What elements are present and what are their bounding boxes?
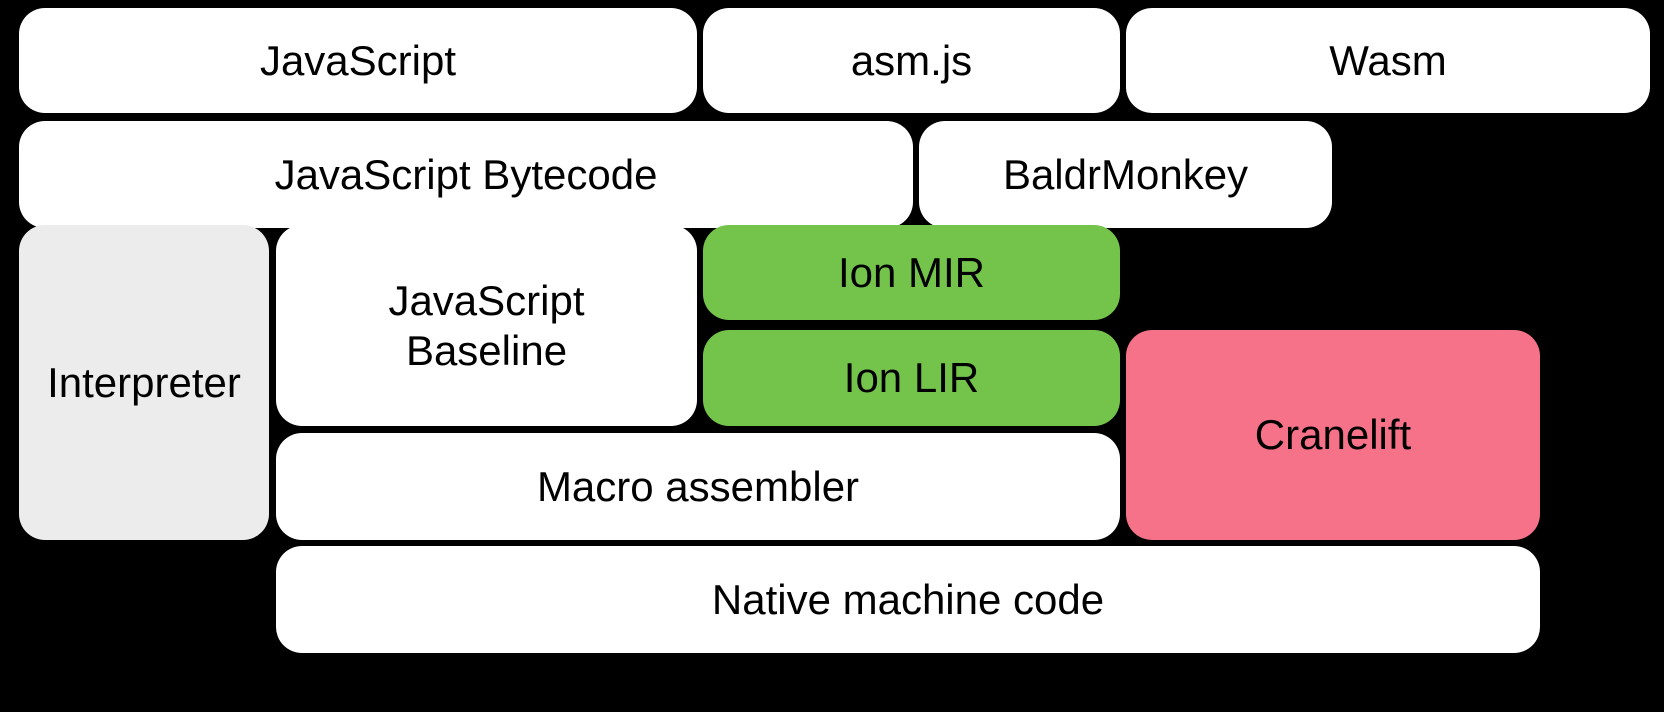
node-label-ion-mir: Ion MIR [837, 248, 986, 296]
node-label-javascript-baseline: JavaScript Baseline [388, 277, 585, 374]
node-javascript-bytecode: JavaScript Bytecode [19, 121, 913, 228]
node-javascript: JavaScript [19, 8, 697, 113]
node-cranelift: Cranelift [1126, 330, 1540, 540]
node-label-asm-js: asm.js [850, 36, 973, 84]
node-label-interpreter: Interpreter [47, 358, 241, 406]
node-label-native-machine-code: Native machine code [711, 575, 1105, 623]
node-javascript-baseline: JavaScript Baseline [276, 225, 697, 426]
node-interpreter: Interpreter [19, 225, 269, 540]
node-ion-lir: Ion LIR [703, 330, 1120, 426]
node-baldrmonkey: BaldrMonkey [919, 121, 1332, 228]
node-ion-mir: Ion MIR [703, 225, 1120, 320]
node-label-wasm: Wasm [1329, 36, 1447, 84]
node-label-javascript: JavaScript [259, 36, 457, 84]
node-macro-assembler: Macro assembler [276, 433, 1120, 540]
node-label-javascript-bytecode: JavaScript Bytecode [274, 150, 658, 198]
node-native-machine-code: Native machine code [276, 546, 1540, 653]
node-label-baldrmonkey: BaldrMonkey [1002, 150, 1249, 198]
node-label-cranelift: Cranelift [1254, 411, 1412, 459]
node-asm-js: asm.js [703, 8, 1120, 113]
node-wasm: Wasm [1126, 8, 1650, 113]
node-label-macro-assembler: Macro assembler [536, 462, 860, 510]
node-label-ion-lir: Ion LIR [843, 354, 980, 402]
